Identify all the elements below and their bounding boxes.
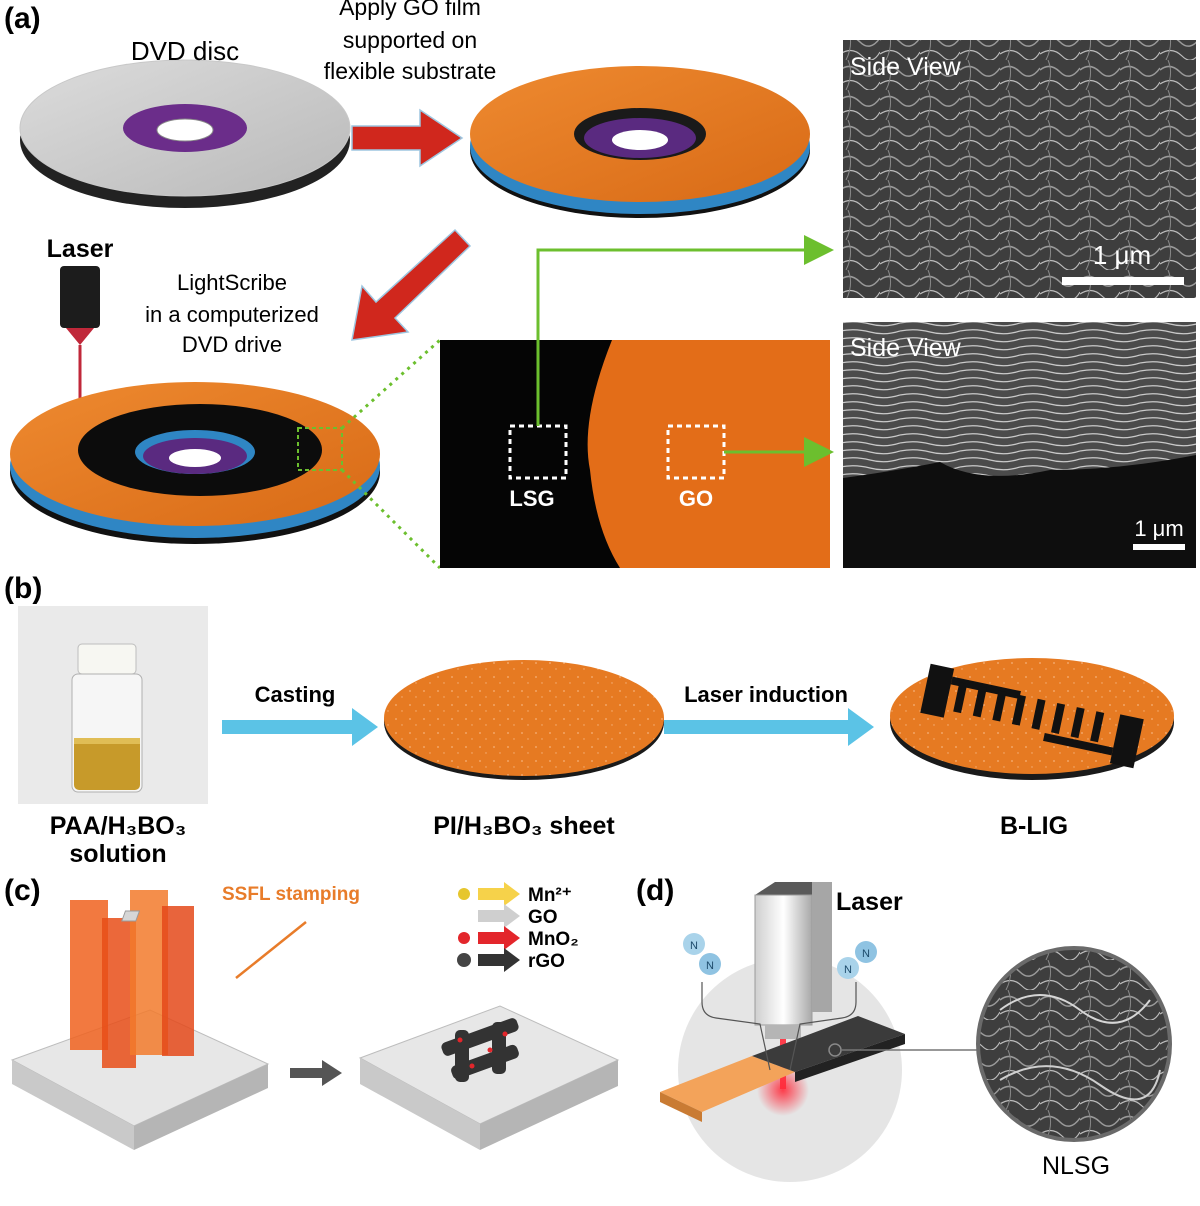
panel-label-a: (a)	[4, 2, 41, 35]
ssfl-label: SSFL stamping	[222, 884, 360, 905]
red-arrow-diagonal	[352, 230, 470, 340]
lsg-disc-image	[10, 382, 380, 544]
n2-left-a: N	[690, 940, 698, 952]
legend-mn: Mn²⁺	[528, 885, 572, 906]
sem-bottom-title: Side View	[850, 334, 962, 362]
sem-top-scale: 1 μm	[1093, 240, 1151, 270]
laser-induction-arrow	[664, 708, 874, 746]
n2-left-b: N	[706, 960, 714, 972]
mno2-arrow	[478, 926, 520, 950]
ssfl-stamp-image	[12, 890, 268, 1150]
nlsg-label: NLSG	[1042, 1152, 1110, 1180]
paa-label-line1: PAA/H₃BO₃	[50, 812, 187, 840]
n2-right-b: N	[862, 948, 870, 960]
apply-go-line2: supported on	[343, 27, 477, 53]
paa-vial-photo	[18, 606, 208, 804]
lightscribe-line2: in a computerized	[145, 302, 319, 327]
nlsg-setup-image	[660, 882, 978, 1182]
laser-label-a: Laser	[47, 235, 114, 263]
ssfl-pointer-line	[236, 922, 306, 978]
blig-label: B-LIG	[1000, 812, 1068, 840]
go-label: GO	[679, 486, 713, 511]
panel-label-c: (c)	[4, 874, 41, 907]
rgo-arrow	[478, 948, 520, 972]
panel-label-d: (d)	[636, 874, 674, 907]
n2-right-a: N	[844, 964, 852, 976]
lsg-go-zoom-photo	[440, 340, 830, 568]
casting-arrow	[222, 708, 378, 746]
dvd-disc-image	[20, 60, 350, 208]
casting-label: Casting	[255, 682, 336, 707]
sem-top-title: Side View	[850, 53, 962, 81]
go-arrow	[478, 904, 520, 928]
lightscribe-line1: LightScribe	[177, 270, 287, 295]
laser-induction-label: Laser induction	[684, 682, 848, 707]
blig-disc-image	[890, 658, 1174, 780]
apply-go-line1: Apply GO film	[339, 0, 481, 20]
go-sheet-icon	[122, 911, 140, 921]
mn-arrow	[478, 882, 520, 906]
legend-mno2: MnO₂	[528, 929, 579, 950]
stamped-pattern-image	[360, 1006, 618, 1150]
paa-label-line2: solution	[69, 840, 166, 868]
legend-rgo: rGO	[528, 951, 565, 972]
rgo-icon	[457, 953, 471, 967]
pi-sheet-label: PI/H₃BO₃ sheet	[433, 812, 615, 840]
panel-label-b: (b)	[4, 572, 42, 605]
mn-icon	[458, 888, 470, 900]
red-arrow-right	[352, 110, 462, 166]
apply-go-line3: flexible substrate	[324, 58, 497, 84]
grey-process-arrow	[290, 1060, 342, 1086]
lightscribe-line3: DVD drive	[182, 332, 282, 357]
pi-sheet-image	[384, 660, 664, 780]
dvd-disc-label: DVD disc	[131, 36, 239, 66]
zoom-line-top	[342, 340, 440, 428]
go-coated-disc-image	[470, 66, 810, 218]
mno2-icon	[458, 932, 470, 944]
sem-bottom-scale: 1 μm	[1134, 516, 1183, 541]
lsg-label: LSG	[509, 486, 554, 511]
nlsg-sem-image	[978, 948, 1170, 1140]
laser-label-d: Laser	[836, 888, 903, 916]
legend-go: GO	[528, 907, 558, 928]
